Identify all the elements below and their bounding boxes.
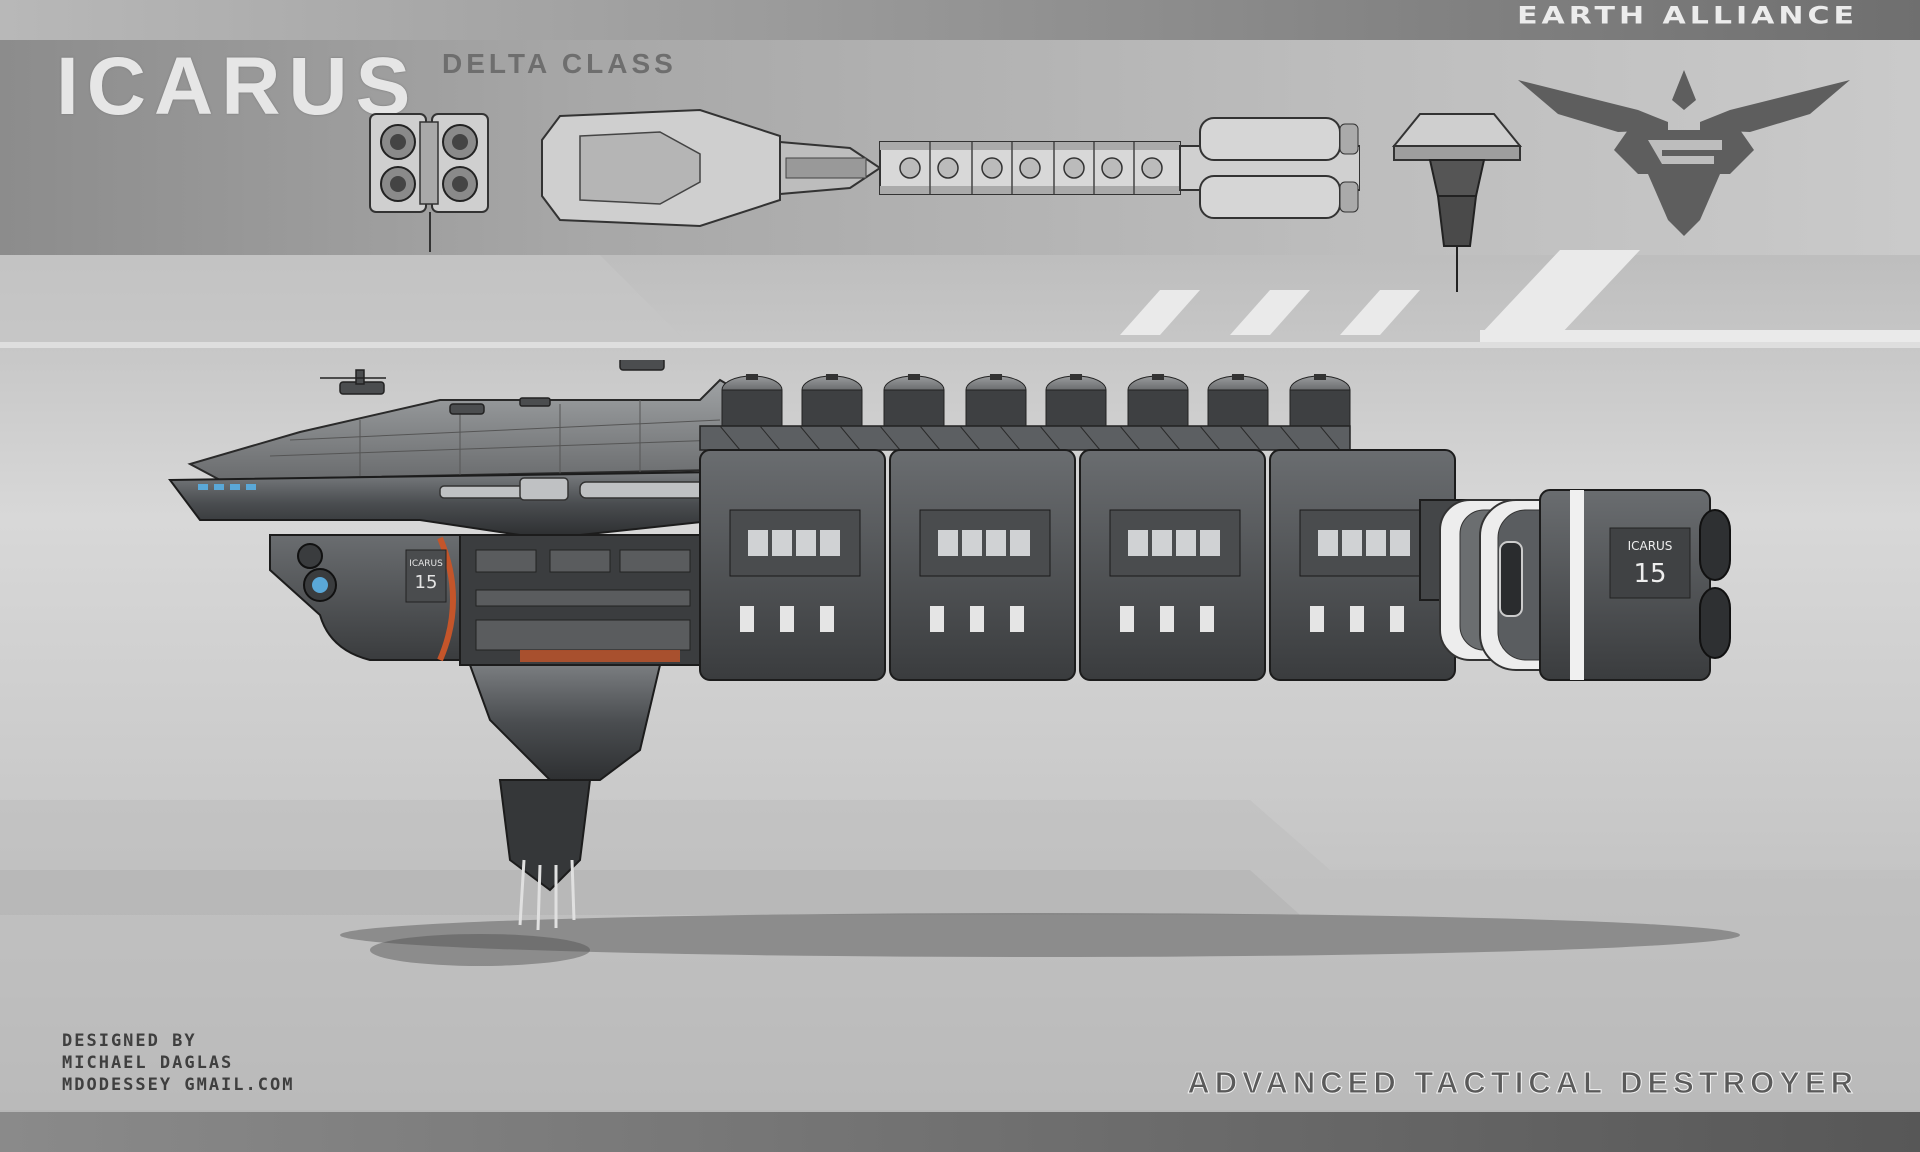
designer-credits: DESIGNED BY MICHAEL DAGLAS MDODESSEY GMA… [62,1030,294,1096]
faction-title: EARTH ALLIANCE [1517,2,1858,30]
aft-hull-number: 15 [1633,559,1666,589]
top-band [0,0,1920,40]
forward-hull-name: ICARUS [409,559,443,569]
earth-alliance-emblem [1518,70,1850,236]
front-view-diagram [369,113,489,252]
ship-side-view: ICARUS 15 [168,360,1740,966]
ship-class: DELTA CLASS [442,48,677,79]
credits-line-3: MDODESSEY GMAIL.COM [62,1075,295,1095]
top-view-diagram [541,108,1360,228]
rear-view-diagram [1391,113,1523,292]
forward-hull-number: 15 [415,572,438,593]
credits-line-1: DESIGNED BY [62,1031,197,1051]
credits-line-2: MICHAEL DAGLAS [62,1053,234,1073]
bottom-band [0,1112,1920,1152]
module-row [699,449,1456,681]
ship-type: ADVANCED TACTICAL DESTROYER [1187,1065,1858,1101]
dome-row [721,374,1351,427]
ship-name: ICARUS [56,41,419,132]
aft-hull-name: ICARUS [1628,539,1673,553]
